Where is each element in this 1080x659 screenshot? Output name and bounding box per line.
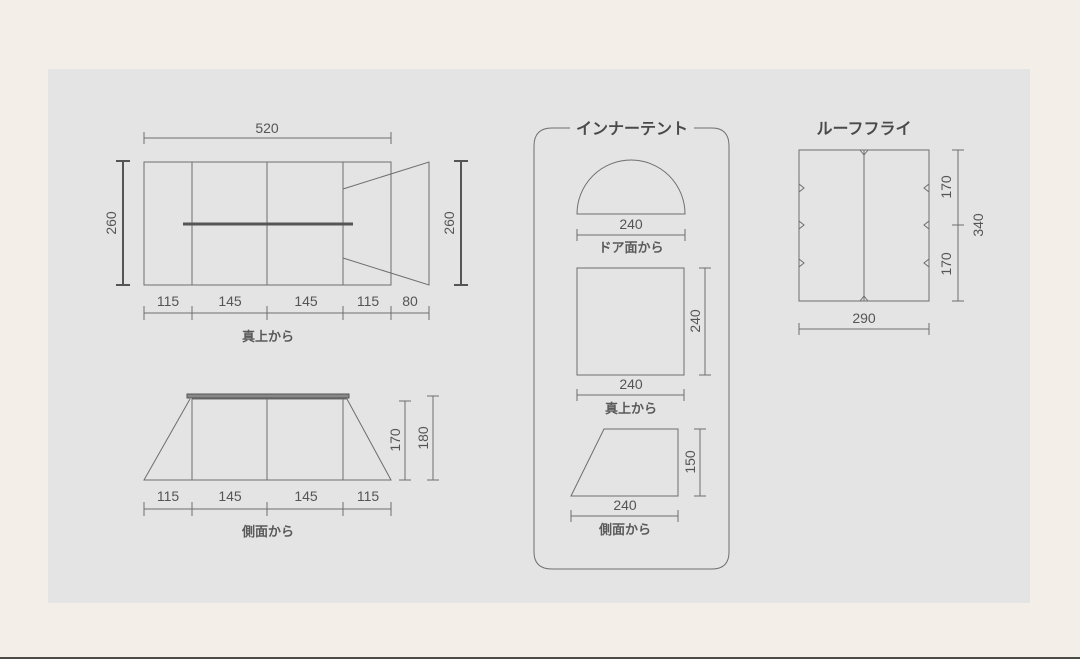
- inner-top-width-label: 240: [619, 376, 643, 392]
- main-side-segment-label: 145: [294, 488, 318, 504]
- inner-side-caption: 側面から: [598, 522, 651, 537]
- main-top-height-right-label: 260: [441, 211, 457, 235]
- main-side-total-height-label: 180: [415, 426, 431, 450]
- main-top-segment-label: 145: [218, 293, 242, 309]
- main-tent-side-view: [143, 393, 439, 516]
- roof-fly-length-label: 340: [970, 213, 986, 237]
- main-top-height-left-label: 260: [103, 211, 119, 235]
- roof-fly-width-label: 290: [852, 310, 876, 326]
- main-side-inner-height-label: 170: [387, 428, 403, 452]
- inner-top-depth-label: 240: [687, 309, 703, 333]
- roof-fly-title: ルーフフライ: [816, 121, 911, 138]
- inner-door-width-label: 240: [619, 216, 643, 232]
- main-top-segment-label: 115: [157, 293, 180, 309]
- main-side-segment-label: 145: [218, 488, 242, 504]
- main-top-caption: 真上から: [242, 329, 294, 344]
- main-side-segment-label: 115: [357, 488, 380, 504]
- roof-fly-view: [798, 149, 964, 335]
- inner-side-height-label: 150: [682, 450, 698, 474]
- inner-top-caption: 真上から: [605, 401, 657, 416]
- bottom-border: [0, 657, 1080, 659]
- inner-tent-title: インナーテント: [576, 120, 688, 138]
- main-side-caption: 側面から: [241, 524, 294, 539]
- main-top-width-label: 520: [255, 120, 279, 136]
- inner-tent-frame: [533, 127, 730, 570]
- inner-side-width-label: 240: [613, 497, 637, 513]
- inner-door-caption: ドア面から: [598, 240, 663, 255]
- roof-fly-lower-half-label: 170: [938, 252, 954, 276]
- main-tent-top-view: [116, 132, 468, 320]
- diagram-panel: [48, 69, 1030, 603]
- main-side-segment-label: 115: [157, 488, 180, 504]
- main-top-segment-label: 145: [294, 293, 318, 309]
- main-top-segment-label: 115: [357, 293, 380, 309]
- roof-fly-upper-half-label: 170: [938, 175, 954, 199]
- main-top-segment-label: 80: [402, 293, 418, 309]
